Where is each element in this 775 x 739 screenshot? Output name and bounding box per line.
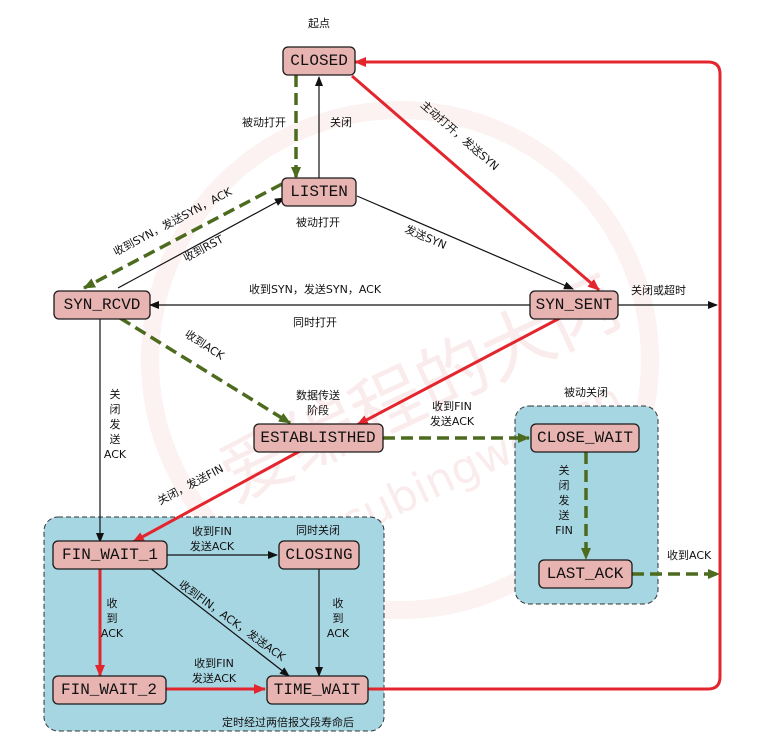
- label-close-send-fin-vertical: 关 闭 发 送 FIN: [555, 463, 573, 537]
- label-recv-fin-2b: 发送ACK: [190, 539, 235, 553]
- svg-text:关: 关: [559, 463, 570, 477]
- svg-text:ACK: ACK: [327, 627, 350, 640]
- label-close-send-ack-vertical: 关 闭 发 送 ACK: [104, 387, 127, 461]
- edge-listen-synrcvd: [83, 182, 283, 290]
- label-recv-ack-3: 收 到 ACK: [101, 596, 124, 640]
- svg-text:LAST_ACK: LAST_ACK: [547, 565, 624, 583]
- svg-text:ESTABLISTHED: ESTABLISTHED: [260, 429, 375, 447]
- state-listen: LISTEN: [281, 177, 357, 207]
- label-recv-ack-2: 收到ACK: [667, 548, 712, 562]
- label-recv-fin-1a: 收到FIN: [432, 399, 472, 413]
- label-close-1: 关闭: [330, 115, 352, 129]
- svg-text:收: 收: [333, 596, 344, 610]
- label-recv-fin-3b: 发送ACK: [192, 671, 237, 685]
- state-established: ESTABLISTHED: [253, 423, 384, 453]
- svg-text:发: 发: [559, 493, 570, 507]
- start-title: 起点: [308, 17, 330, 30]
- edge-timewait-closed: [354, 57, 722, 691]
- svg-text:ACK: ACK: [104, 448, 127, 461]
- svg-text:SYN_SENT: SYN_SENT: [536, 296, 613, 314]
- svg-text:闭: 闭: [110, 403, 121, 416]
- state-close-wait: CLOSE_WAIT: [530, 423, 640, 453]
- label-recv-syn-2: 收到SYN，发送SYN，ACK: [249, 282, 382, 296]
- svg-text:到: 到: [107, 612, 118, 625]
- svg-text:到: 到: [333, 612, 344, 625]
- label-simultaneous-open: 同时打开: [293, 315, 337, 329]
- svg-text:ACK: ACK: [101, 627, 124, 640]
- svg-text:收: 收: [107, 596, 118, 610]
- state-syn-sent: SYN_SENT: [529, 290, 619, 320]
- svg-text:CLOSING: CLOSING: [285, 546, 352, 564]
- simultaneous-close-title: 同时关闭: [296, 523, 340, 537]
- edge-synrcvd-listen: [117, 197, 285, 289]
- svg-text:FIN_WAIT_2: FIN_WAIT_2: [61, 681, 157, 699]
- label-close-or-timeout: 关闭或超时: [631, 283, 686, 297]
- label-recv-fin-1b: 发送ACK: [430, 414, 475, 428]
- svg-text:LISTEN: LISTEN: [290, 183, 348, 201]
- passive-close-cluster: [514, 405, 659, 605]
- svg-text:SYN_RCVD: SYN_RCVD: [64, 296, 141, 314]
- data-transfer-title-2: 阶段: [307, 403, 329, 417]
- time-wait-note: 定时经过两倍报文段寿命后: [222, 715, 354, 729]
- svg-text:送: 送: [559, 508, 570, 522]
- edge-synrcvd-established: [119, 316, 291, 425]
- svg-text:闭: 闭: [559, 479, 570, 492]
- label-recv-fin-3a: 收到FIN: [194, 656, 234, 670]
- state-closed: CLOSED: [282, 46, 356, 76]
- state-closing: CLOSING: [278, 540, 360, 570]
- svg-text:TIME_WAIT: TIME_WAIT: [274, 681, 360, 699]
- edge-closed-synsent: [351, 74, 600, 292]
- label-send-syn: 发送SYN: [403, 222, 449, 252]
- state-time-wait: TIME_WAIT: [266, 675, 369, 705]
- label-recv-fin-2a: 收到FIN: [192, 524, 232, 538]
- edge-established-finwait1: [132, 449, 301, 544]
- svg-text:关: 关: [110, 387, 121, 401]
- state-syn-rcvd: SYN_RCVD: [53, 290, 151, 320]
- svg-text:CLOSE_WAIT: CLOSE_WAIT: [537, 429, 633, 447]
- edge-listen-synsent: [356, 195, 574, 290]
- svg-text:CLOSED: CLOSED: [290, 52, 348, 70]
- edge-synsent-established: [356, 316, 561, 427]
- label-passive-open-1: 被动打开: [242, 115, 286, 129]
- label-recv-ack-4: 收 到 ACK: [327, 596, 350, 640]
- edge-finwait1-timewait: [149, 567, 290, 677]
- label-recv-ack-1: 收到ACK: [182, 327, 227, 363]
- state-last-ack: LAST_ACK: [538, 559, 633, 589]
- svg-text:送: 送: [110, 432, 121, 446]
- svg-text:FIN_WAIT_1: FIN_WAIT_1: [62, 546, 158, 564]
- svg-text:发: 发: [110, 417, 121, 431]
- passive-close-title: 被动关闭: [564, 385, 608, 399]
- label-passive-open-2: 被动打开: [296, 215, 340, 229]
- svg-text:FIN: FIN: [555, 524, 573, 537]
- data-transfer-title-1: 数据传送: [296, 388, 340, 402]
- state-fin-wait-1: FIN_WAIT_1: [52, 540, 168, 570]
- state-fin-wait-2: FIN_WAIT_2: [52, 675, 167, 705]
